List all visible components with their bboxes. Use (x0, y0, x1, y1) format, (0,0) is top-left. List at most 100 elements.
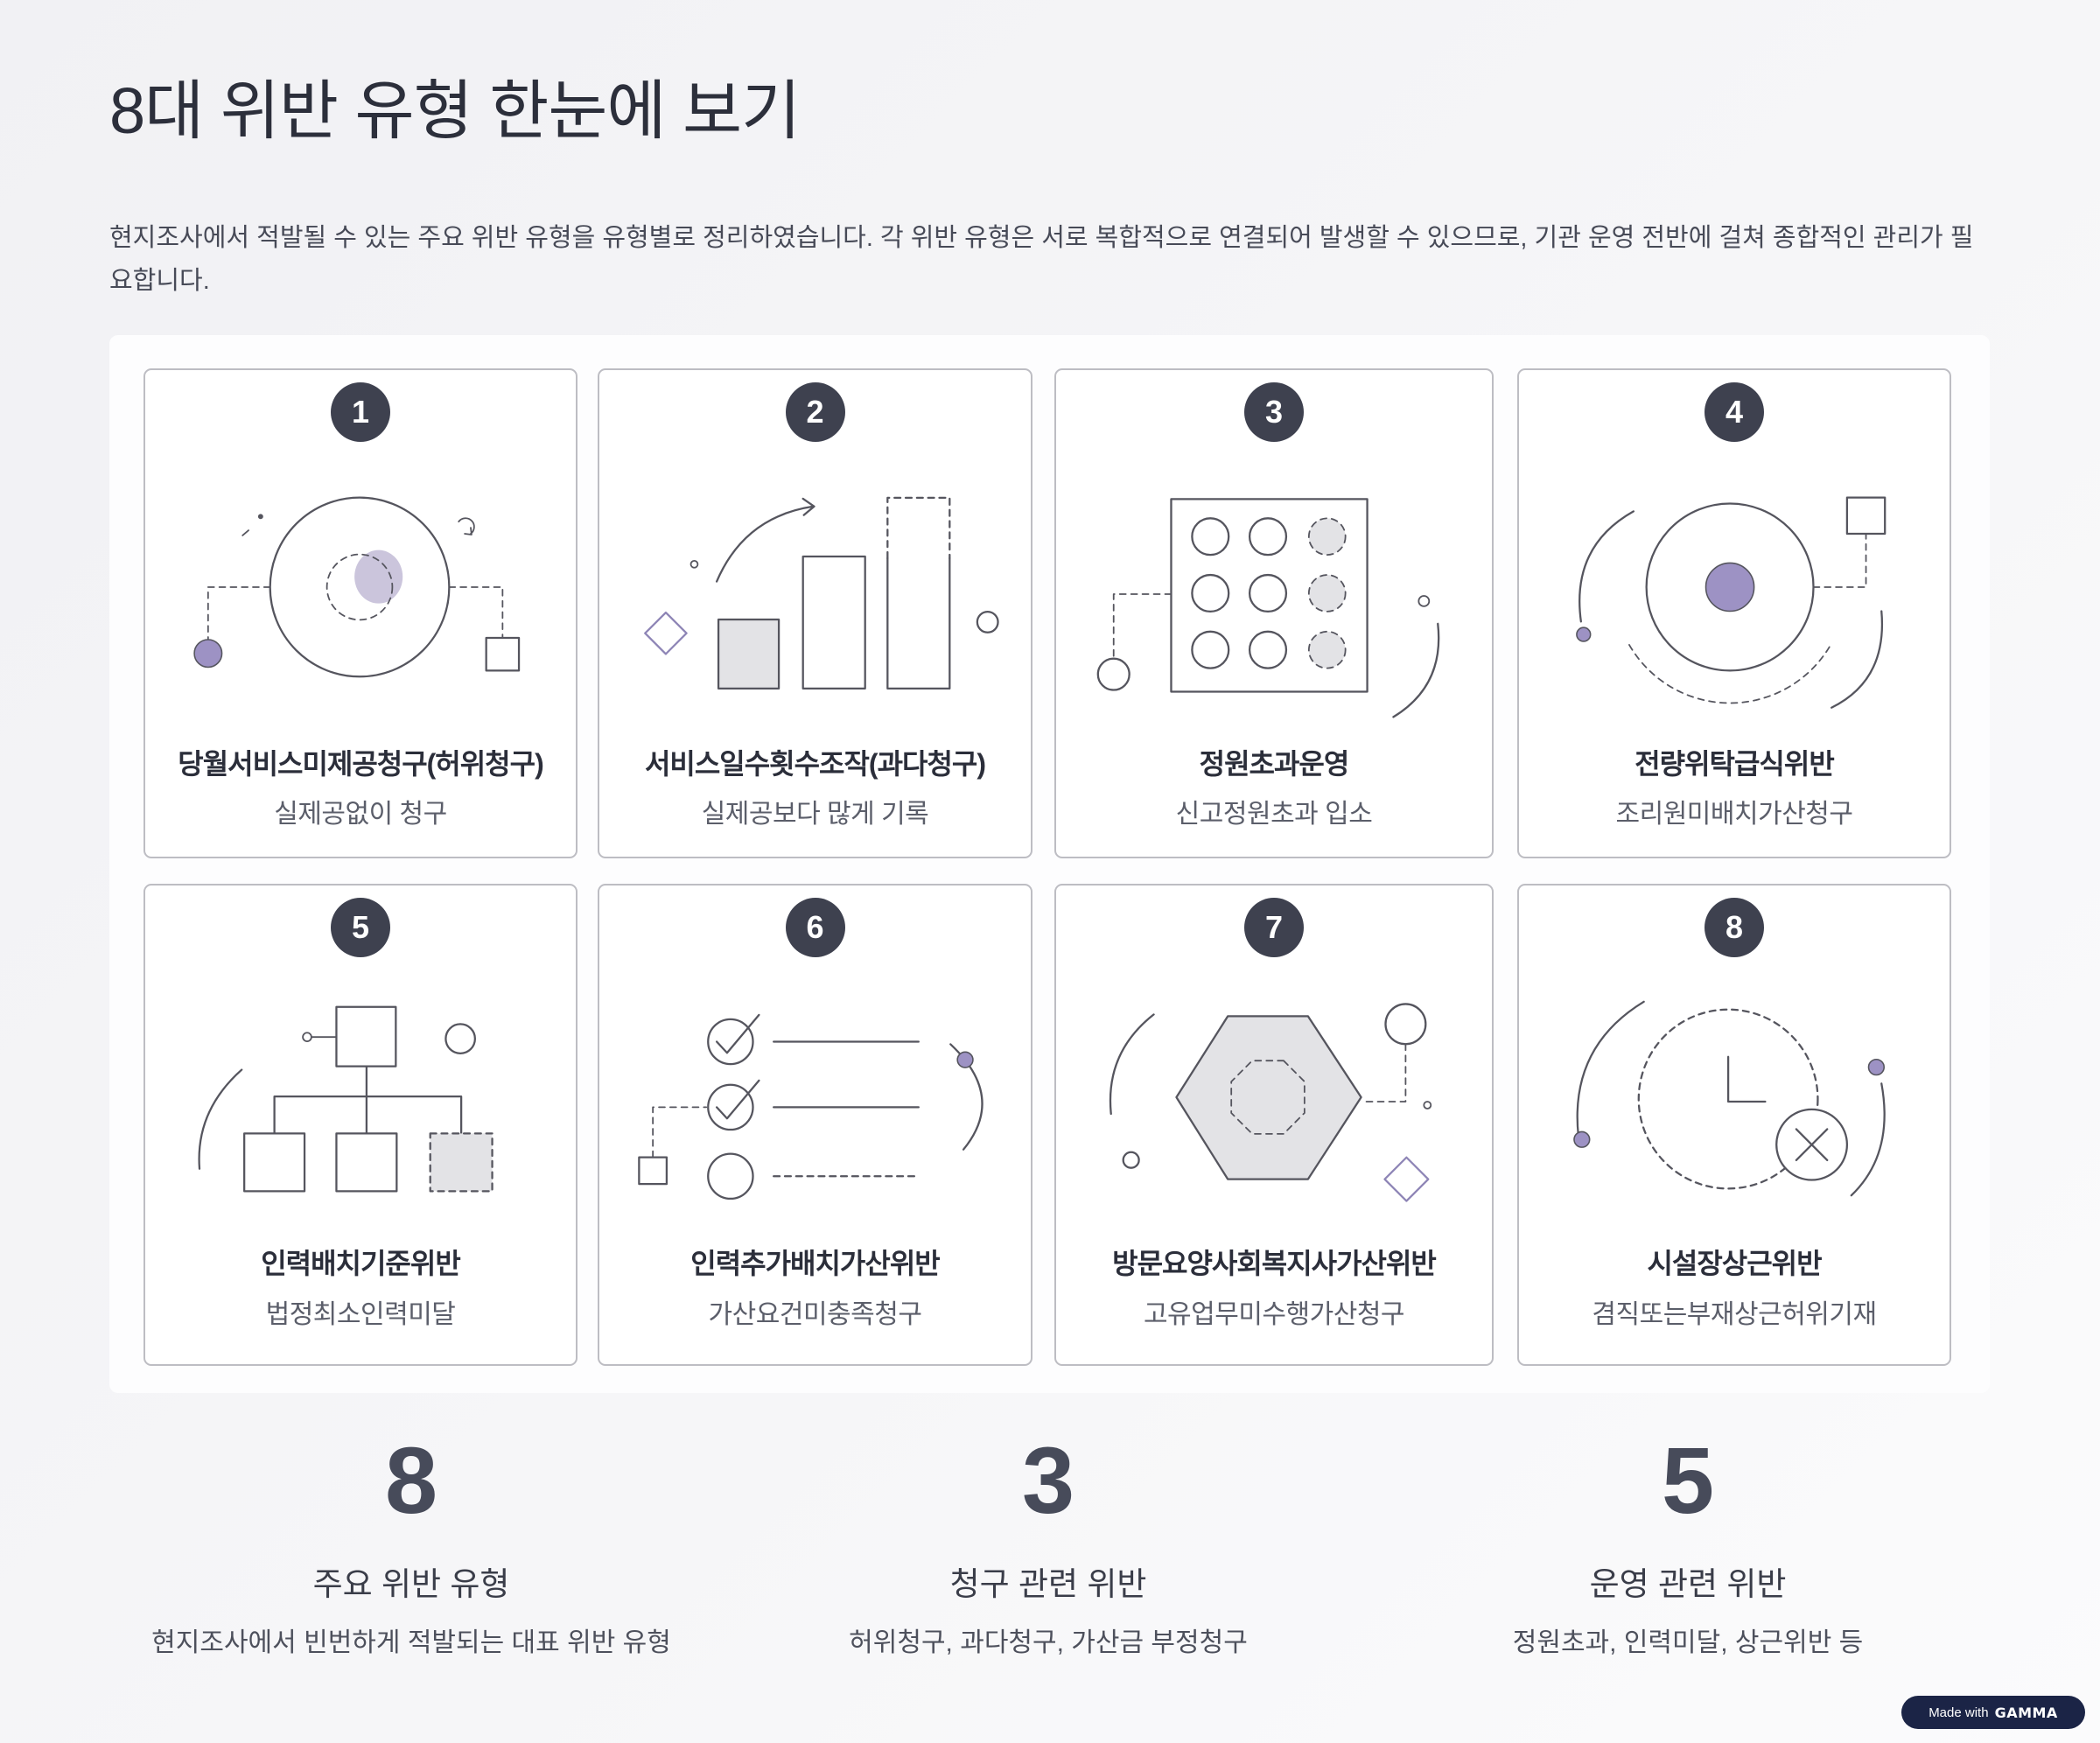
card-number-badge: 6 (785, 898, 845, 957)
violation-card-1: 1 당월서비스미제공청구(허위청구) 실제공없이 청구 (144, 368, 578, 858)
spark-dash (242, 529, 249, 536)
highlight-blob (354, 550, 403, 604)
violation-card-2: 2 서비스일수횟수조작(과다청구) 실제공보다 많게 기록 (598, 368, 1032, 858)
over-capacity-grid-illustration (1096, 498, 1440, 718)
capacity-board (1170, 498, 1368, 693)
right-connector (448, 586, 504, 639)
diamond-marker (644, 611, 688, 655)
tall-bar (886, 556, 951, 690)
right-dot (956, 1051, 974, 1068)
overbilling-bar-illustration (644, 496, 999, 690)
check-mark-1 (715, 1013, 760, 1054)
card-subtitle: 고유업무미수행가산청구 (1143, 1300, 1405, 1329)
staff-box-2 (335, 1132, 398, 1193)
center-node (1704, 562, 1755, 612)
side-circle (444, 1023, 477, 1055)
x-mark-icon (1795, 1128, 1829, 1162)
left-dot (1576, 626, 1592, 642)
right-dot (1867, 1058, 1886, 1076)
stat-operation-violations: 5 운영 관련 위반 정원초과, 인력미달, 상근위반 등 (1369, 1418, 2006, 1680)
page-description: 현지조사에서 적발될 수 있는 주요 위반 유형을 유형별로 정리하였습니다. … (109, 224, 1974, 295)
page-title: 8대 위반 유형 한눈에 보기 (109, 74, 801, 147)
summary-stats: 8 주요 위반 유형 현지조사에서 빈번하게 적발되는 대표 위반 유형 3 청… (0, 1418, 2100, 1680)
card-title: 당월서비스미제공청구(허위청구) (178, 748, 543, 780)
excess-seat-circle (1307, 630, 1347, 669)
circle-marker (976, 610, 999, 634)
growth-arrow (715, 497, 816, 583)
card-number-badge: 4 (1704, 382, 1764, 442)
seat-circle (1191, 630, 1230, 669)
card-title: 인력추가배치가산위반 (690, 1248, 940, 1279)
card-number-badge: 8 (1704, 898, 1764, 957)
stat-value: 8 (384, 1427, 438, 1533)
dashed-orbit (1628, 644, 1832, 704)
spark-dot (257, 514, 263, 520)
violation-card-7: 7 방문요양사회복지사가산위반 고유업무미수행가산청구 (1054, 884, 1494, 1366)
checked-item-2 (707, 1083, 754, 1131)
card-title: 전량위탁급식위반 (1634, 748, 1835, 780)
card-number-badge: 5 (331, 898, 390, 957)
stat-description: 허위청구, 과다청구, 가산금 부정청구 (849, 1628, 1248, 1657)
false-claim-illustration (193, 496, 521, 678)
card-subtitle: 신고정원초과 입소 (1175, 800, 1373, 829)
seat-circle (1248, 517, 1288, 556)
entry-node (1096, 657, 1130, 691)
card-subtitle: 실제공보다 많게 기록 (701, 800, 929, 829)
card-title: 정원초과운영 (1199, 748, 1350, 780)
left-arc (1576, 1000, 1645, 1138)
stat-label: 청구 관련 위반 (949, 1566, 1147, 1602)
left-connector (206, 586, 271, 640)
missing-staff-box (429, 1132, 494, 1193)
hexagon (1175, 1015, 1362, 1180)
small-circle (1122, 1151, 1140, 1169)
purple-node (193, 639, 223, 668)
violation-card-grid: 1 당월서비스미제공청구(허위청구) 실제공없이 청구 2 (109, 335, 1990, 1393)
card-subtitle: 조리원미배치가산청구 (1615, 800, 1854, 829)
violation-card-6: 6 인력추가배치가산위반 가산요건미충족청구 (598, 884, 1032, 1366)
violation-card-3: 3 정원초과운영 신고정원초과 입소 (1054, 368, 1494, 858)
home-care-hexagon-illustration (1109, 1003, 1432, 1202)
top-box (335, 1005, 397, 1068)
seat-circle (1191, 517, 1230, 556)
clock-hands (1726, 1055, 1767, 1103)
stat-total-types: 8 주요 위반 유형 현지조사에서 빈번하게 적발되는 대표 위반 유형 (93, 1418, 730, 1680)
cycle-arrow-icon (458, 517, 475, 536)
outsourced-meal-orbit-illustration (1576, 496, 1886, 709)
unchecked-item (707, 1152, 754, 1200)
stat-billing-violations: 3 청구 관련 위반 허위청구, 과다청구, 가산금 부정청구 (730, 1418, 1367, 1680)
diamond-marker (1383, 1156, 1430, 1202)
stat-value: 3 (1021, 1427, 1075, 1533)
left-connector (652, 1106, 708, 1158)
right-arc (1830, 610, 1884, 709)
seat-circle (1191, 573, 1230, 613)
right-arc (1850, 1082, 1886, 1197)
inner-dashed-ring (326, 553, 394, 621)
checklist-illustration (638, 1013, 984, 1200)
staffing-org-chart-illustration (198, 1005, 494, 1193)
badge-prefix: Made with (1928, 1704, 1989, 1720)
tree-lines (273, 1065, 463, 1135)
made-with-gamma-badge[interactable]: Made with GAMMA (1901, 1696, 2085, 1729)
tall-bar-inflated-top (886, 496, 951, 560)
square-node (1845, 496, 1886, 536)
stat-label: 운영 관련 위반 (1589, 1566, 1787, 1602)
medium-bar (802, 555, 866, 690)
stat-description: 현지조사에서 빈번하게 적발되는 대표 위반 유형 (151, 1628, 671, 1657)
stat-label: 주요 위반 유형 (312, 1566, 510, 1602)
card-number-badge: 2 (785, 382, 845, 442)
top-circle (1384, 1003, 1427, 1046)
checked-item-1 (707, 1018, 754, 1066)
card-subtitle: 가산요건미충족청구 (708, 1300, 922, 1329)
stat-value: 5 (1661, 1427, 1715, 1533)
seat-circle (1248, 573, 1288, 613)
square-node (638, 1156, 668, 1186)
right-connector (1362, 1043, 1407, 1102)
short-bar (717, 618, 780, 690)
orbit-arc (1392, 622, 1440, 718)
card-subtitle: 실제공없이 청구 (274, 800, 447, 829)
excess-seat-circle (1307, 517, 1347, 556)
left-arc (198, 1068, 243, 1170)
left-connector (1112, 593, 1172, 660)
left-arc (1578, 510, 1635, 623)
violation-card-4: 4 전량위탁급식위반 조리원미배치가산청구 (1517, 368, 1951, 858)
